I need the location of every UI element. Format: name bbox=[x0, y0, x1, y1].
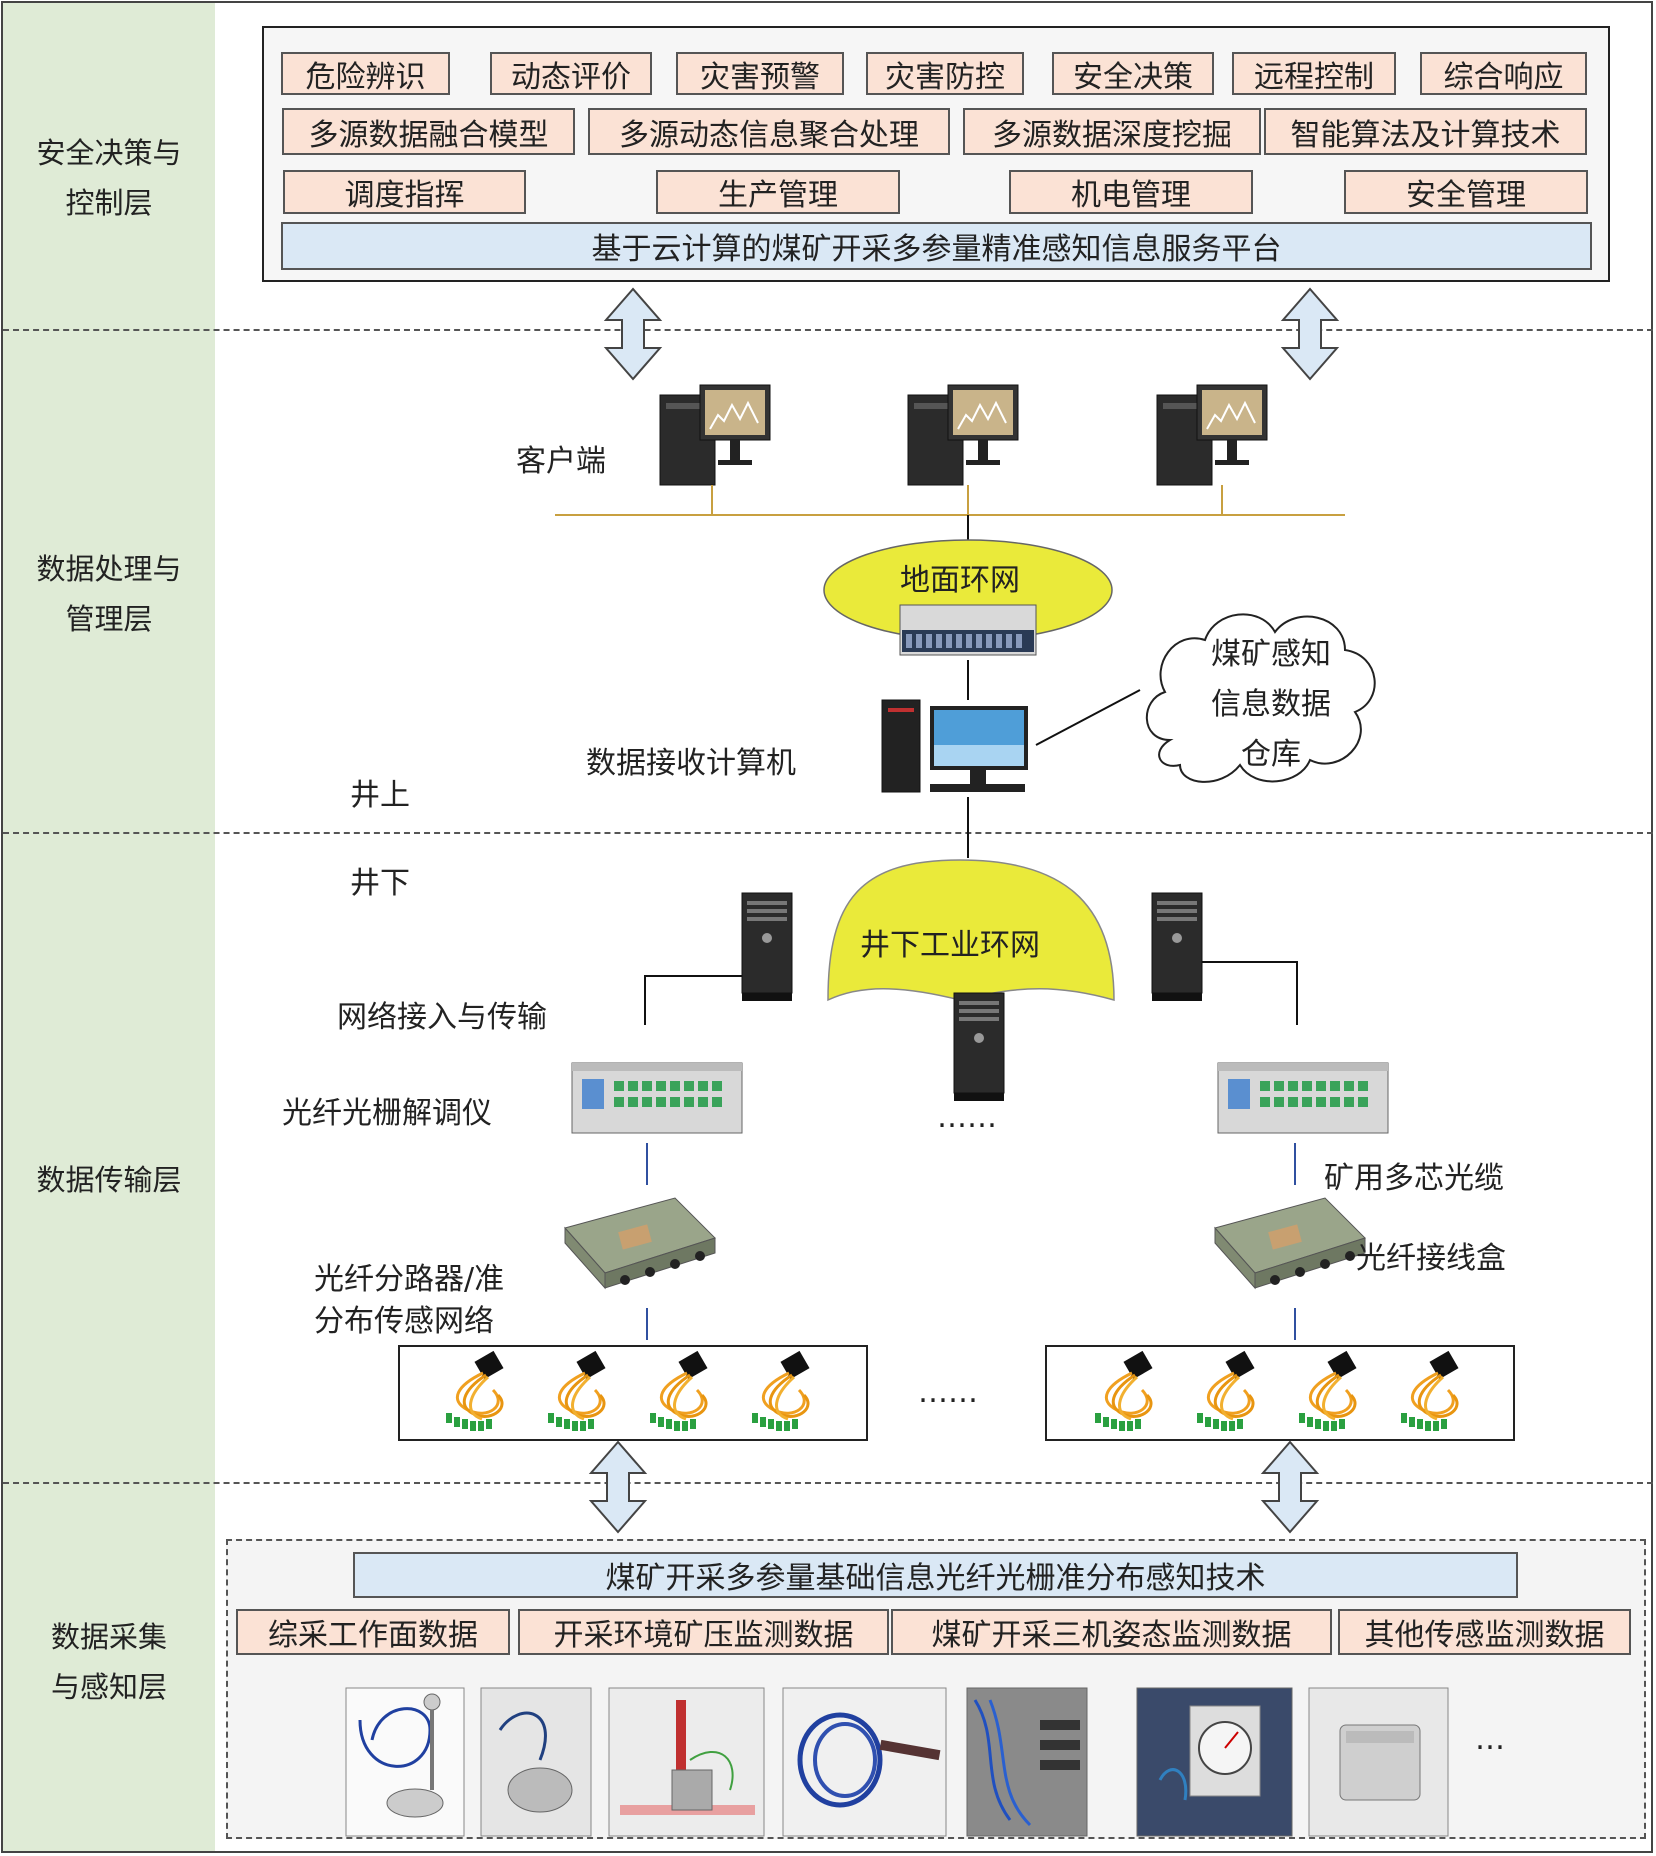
tag-integrated-response: 综合响应 bbox=[1420, 52, 1587, 95]
cable-label: 矿用多芯光缆 bbox=[1324, 1161, 1504, 1196]
receiver-label: 数据接收计算机 bbox=[586, 746, 796, 781]
separator-2 bbox=[3, 832, 1653, 834]
above-ground-label: 井上 bbox=[350, 778, 410, 813]
sensor-photo-3 bbox=[608, 1687, 765, 1837]
sensor-photo-6 bbox=[1136, 1687, 1293, 1837]
separator-3 bbox=[3, 1482, 1653, 1484]
tag-disaster-control: 灾害防控 bbox=[866, 52, 1024, 95]
underground-label: 井下 bbox=[350, 866, 410, 901]
demodulator-label: 光纤光栅解调仪 bbox=[282, 1096, 492, 1131]
network-access-label: 网络接入与传输 bbox=[337, 1000, 547, 1035]
tag-disaster-warning: 灾害预警 bbox=[676, 52, 844, 95]
layer-label-column bbox=[3, 3, 215, 1853]
layer-label-acquisition: 数据采集 与感知层 bbox=[50, 1620, 167, 1704]
industrial-ring-label: 井下工业环网 bbox=[860, 928, 1040, 963]
tag-mining-face-data: 综采工作面数据 bbox=[236, 1609, 510, 1655]
tag-hazard-identification: 危险辨识 bbox=[281, 52, 450, 95]
client-label: 客户端 bbox=[516, 444, 606, 479]
tag-production-management: 生产管理 bbox=[656, 170, 900, 214]
splice-box-label: 光纤接线盒 bbox=[1356, 1241, 1506, 1276]
sensor-photo-7 bbox=[1308, 1687, 1449, 1837]
tag-dynamic-evaluation: 动态评价 bbox=[490, 52, 652, 95]
tag-electromechanical-management: 机电管理 bbox=[1009, 170, 1253, 214]
tech-bar: 煤矿开采多参量基础信息光纤光栅准分布感知技术 bbox=[353, 1552, 1518, 1598]
tag-dispatch-command: 调度指挥 bbox=[283, 170, 526, 214]
layer-label-decision: 安全决策与 控制层 bbox=[36, 136, 182, 220]
tag-deep-mining: 多源数据深度挖掘 bbox=[963, 108, 1261, 155]
center-ellipsis: …… bbox=[937, 1100, 997, 1135]
sensor-photo-2 bbox=[480, 1687, 592, 1837]
tag-safety-decision: 安全决策 bbox=[1052, 52, 1214, 95]
sensor-photo-1 bbox=[345, 1687, 465, 1837]
tag-aggregation: 多源动态信息聚合处理 bbox=[588, 108, 950, 155]
tag-intelligent-algorithms: 智能算法及计算技术 bbox=[1264, 108, 1587, 155]
sensor-ellipsis: … bbox=[1475, 1722, 1505, 1757]
sensor-photo-5 bbox=[966, 1687, 1088, 1837]
sensor-strip-right bbox=[1045, 1345, 1515, 1441]
tag-machine-attitude-data: 煤矿开采三机姿态监测数据 bbox=[891, 1609, 1332, 1655]
tag-safety-management: 安全管理 bbox=[1344, 170, 1588, 214]
sensor-photo-4 bbox=[782, 1687, 947, 1837]
splitter-label: 光纤分路器/准 分布传感网络 bbox=[314, 1262, 505, 1339]
tag-other-sensor-data: 其他传感监测数据 bbox=[1338, 1609, 1631, 1655]
layer-label-transmission: 数据传输层 bbox=[36, 1163, 182, 1197]
ground-ring-label: 地面环网 bbox=[900, 563, 1020, 598]
separator-1 bbox=[3, 329, 1653, 331]
tag-remote-control: 远程控制 bbox=[1232, 52, 1396, 95]
layer-label-processing: 数据处理与 管理层 bbox=[36, 552, 182, 636]
sensor-strip-left bbox=[398, 1345, 868, 1441]
tag-rock-pressure-data: 开采环境矿压监测数据 bbox=[518, 1609, 889, 1655]
strip-ellipsis: …… bbox=[918, 1375, 978, 1410]
tag-fusion-model: 多源数据融合模型 bbox=[282, 108, 575, 155]
data-warehouse-cloud: 煤矿感知 信息数据 仓库 bbox=[1211, 637, 1331, 772]
platform-bar: 基于云计算的煤矿开采多参量精准感知信息服务平台 bbox=[281, 222, 1592, 270]
